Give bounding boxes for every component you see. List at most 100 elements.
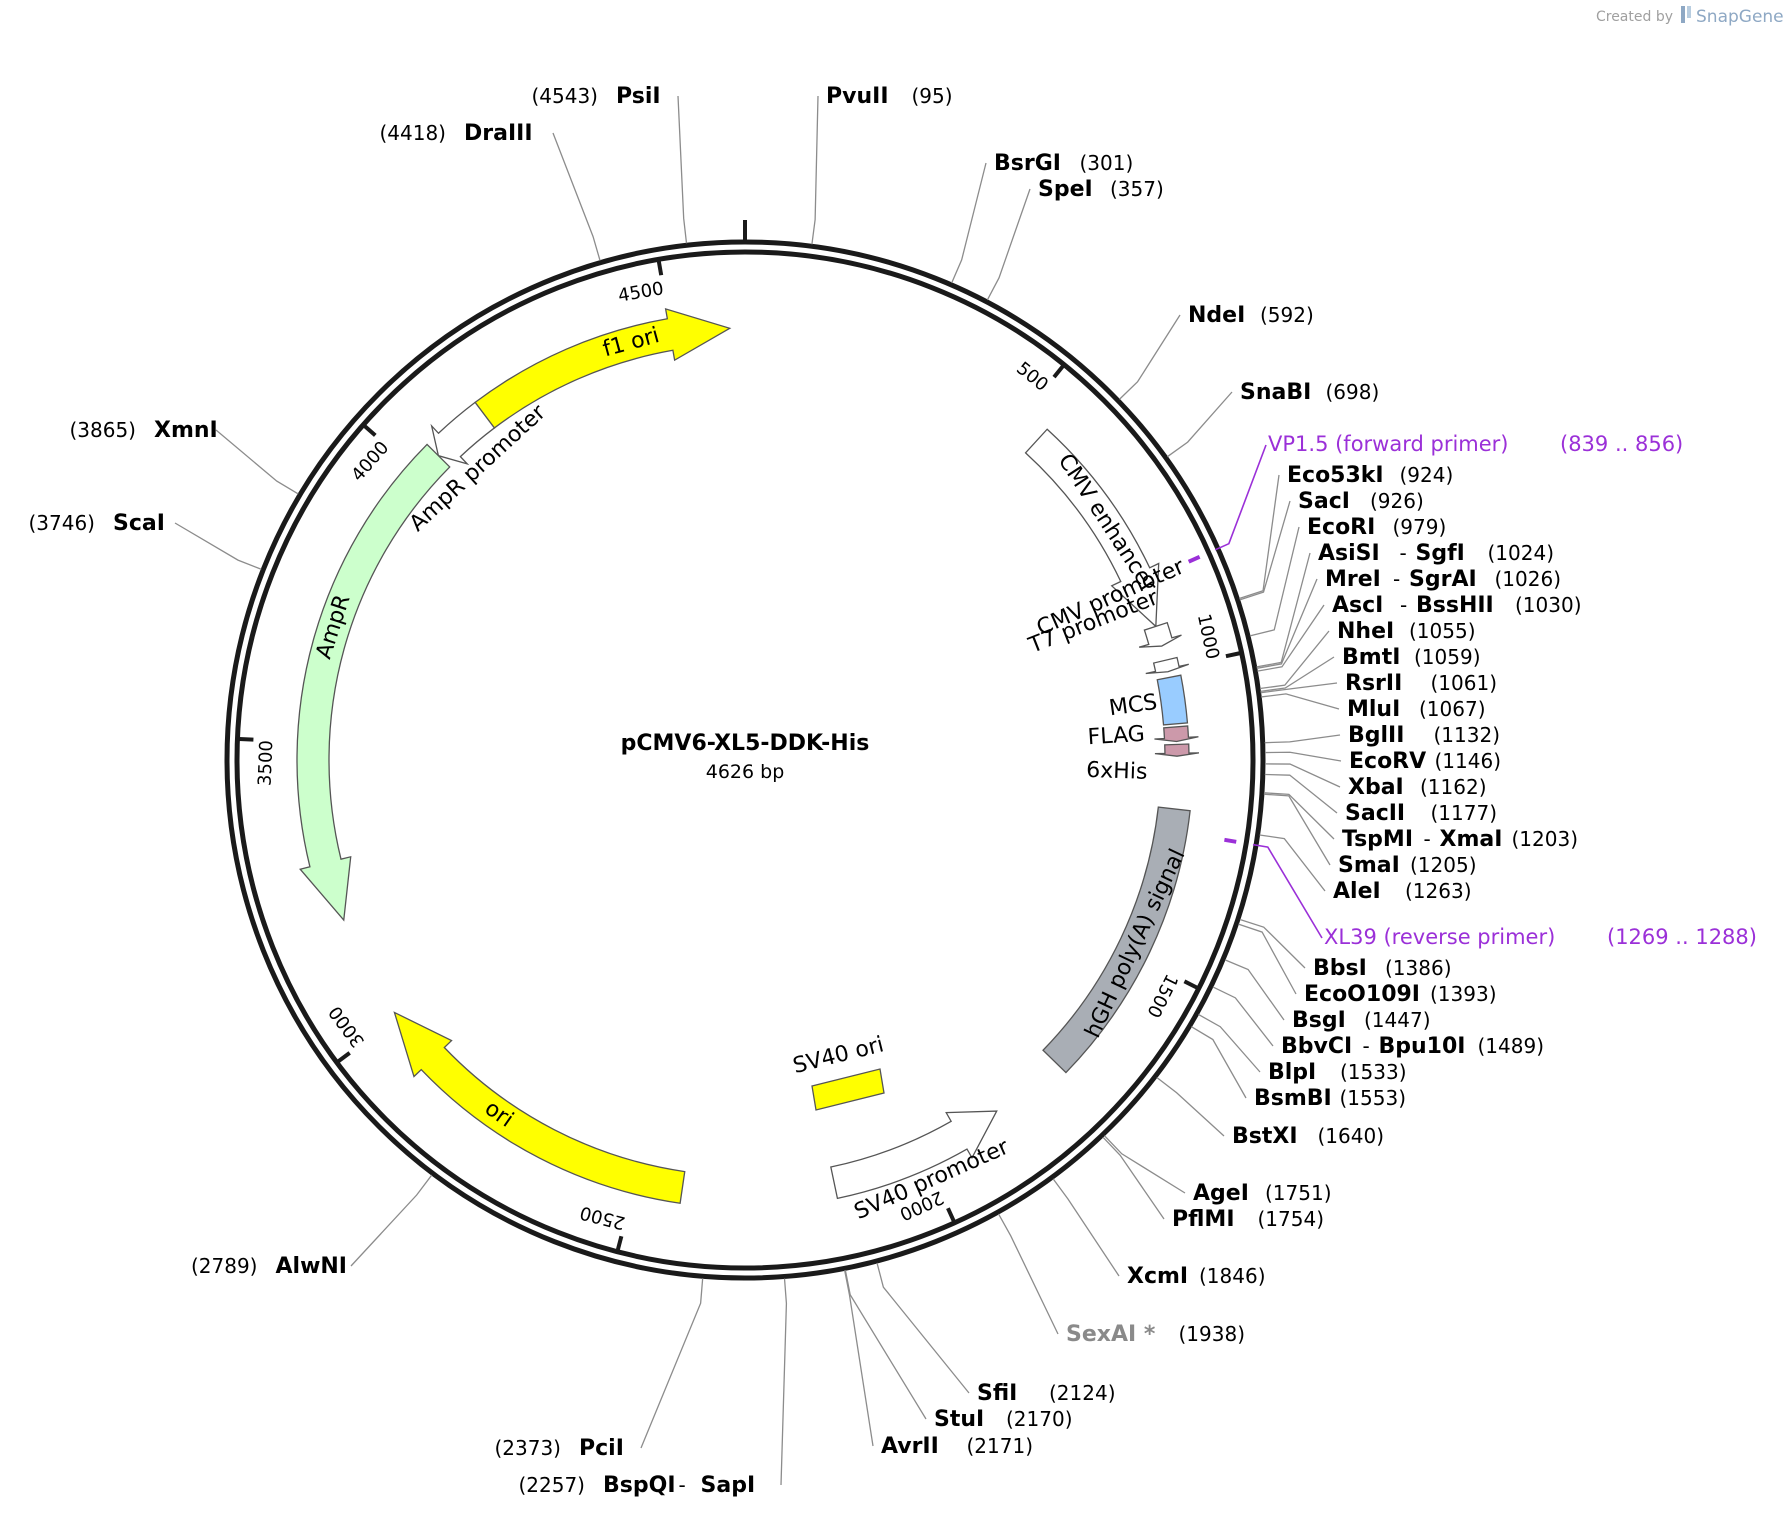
site-leader-line [997, 1213, 1059, 1335]
site-bstxi: BstXI(1640) [1232, 1124, 1384, 1149]
plasmid-length: 4626 bp [706, 761, 785, 783]
site-pvuii: PvuII(95) [826, 84, 953, 109]
feature-sv40-promoter [830, 1110, 998, 1200]
scale-tick [615, 1235, 624, 1251]
site-name: SfiI [977, 1381, 1017, 1406]
primer-range: (839 .. 856) [1560, 432, 1683, 456]
primer-leader-line [1214, 444, 1267, 551]
site-name: EcoRI [1307, 515, 1375, 540]
site-name: Eco53kI [1287, 463, 1384, 488]
site-name: SexAI * [1066, 1322, 1156, 1347]
site-leader-line [1264, 773, 1338, 814]
site-name: Bpu10I [1379, 1034, 1466, 1059]
site-position: (592) [1260, 303, 1314, 327]
scale-tick-label: 4500 [617, 278, 666, 306]
site-position: (1177) [1431, 801, 1498, 825]
site-position: (1846) [1199, 1264, 1266, 1288]
site-name: BlpI [1268, 1060, 1316, 1085]
site-name: AleI [1333, 879, 1381, 904]
site-name: AsiSI [1318, 541, 1380, 566]
site-name: BmtI [1342, 645, 1400, 670]
site-name: SmaI [1338, 853, 1400, 878]
feature-label: hGH poly(A) signal [1081, 845, 1191, 1042]
site-position: (1132) [1434, 723, 1501, 747]
feature-ampr [296, 443, 451, 922]
scale-tick-label: 4000 [347, 437, 393, 485]
site-name: BsmBI [1254, 1086, 1332, 1111]
site-leader-line [640, 1278, 704, 1449]
site-leader-line [844, 1270, 927, 1420]
site-ecori: EcoRI(979) [1307, 515, 1446, 540]
site-name: PvuII [826, 84, 889, 109]
site-rsrii: RsrII (1061) [1345, 671, 1497, 696]
site-smai: SmaI (1205) [1338, 853, 1477, 878]
site-name: PsiI [616, 84, 661, 109]
plasmid-name: pCMV6-XL5-DDK-His [621, 731, 870, 756]
site-ecoo109i: EcoO109I(1393) [1304, 982, 1497, 1007]
site-position: (698) [1326, 380, 1380, 404]
scale-tick [656, 261, 664, 276]
site-pcii: (2373)PciI [494, 1436, 623, 1461]
site-position: (1386) [1385, 956, 1452, 980]
site-position: (1754) [1258, 1207, 1325, 1231]
site-ndei: NdeI(592) [1188, 303, 1314, 328]
site-leader-line [1259, 630, 1330, 690]
feature-block [811, 1068, 885, 1111]
site-name: AvrII [881, 1434, 939, 1459]
primer-xl39: XL39 (reverse primer)(1269 .. 1288) [1224, 837, 1757, 949]
site-position: (357) [1110, 177, 1164, 201]
backbone-inner-strand [234, 249, 1256, 1271]
site-name: MreI [1325, 567, 1381, 592]
site-blpi: BlpI (1533) [1268, 1060, 1407, 1085]
site-leader-line [1119, 314, 1181, 400]
site-asci: AscI-BssHII(1030) [1332, 593, 1582, 618]
site-xbai: XbaI(1162) [1348, 775, 1487, 800]
site-name: BssHII [1416, 593, 1494, 618]
primers: VP1.5 (forward primer)(839 .. 856)XL39 (… [1187, 432, 1757, 949]
site-leader-line [1264, 763, 1341, 788]
site-name: SapI [701, 1473, 756, 1498]
site-separator: - [1424, 827, 1431, 851]
site-position: (4418) [379, 121, 446, 145]
site-bspqi: (2257)BspQI-SapI [518, 1473, 755, 1498]
site-leader-lines [174, 95, 1342, 1486]
site-psii: (4543)PsiI [531, 84, 660, 109]
site-position: (1489) [1478, 1034, 1545, 1058]
site-position: (1055) [1409, 619, 1476, 643]
site-leader-line [986, 188, 1031, 301]
site-name: ScaI [113, 511, 165, 536]
site-name: PciI [579, 1436, 624, 1461]
site-position: (1061) [1431, 671, 1498, 695]
site-leader-line [951, 162, 987, 284]
site-leader-line [1052, 1178, 1120, 1277]
site-position: (1205) [1410, 853, 1477, 877]
site-position: (2170) [1006, 1407, 1073, 1431]
site-xcmi: XcmI(1846) [1127, 1264, 1266, 1289]
site-position: (1751) [1265, 1181, 1332, 1205]
site-leader-line [1264, 734, 1341, 744]
site-mrei: MreI-SgrAI(1026) [1325, 567, 1561, 592]
site-name: RsrII [1345, 671, 1402, 696]
site-leader-line [1167, 391, 1233, 458]
site-position: (1533) [1340, 1060, 1407, 1084]
site-bbsi: BbsI(1386) [1313, 956, 1452, 981]
site-position: (1263) [1405, 879, 1472, 903]
site-leader-line [1102, 1136, 1165, 1220]
primer-mark [1224, 837, 1237, 844]
site-name: BstXI [1232, 1124, 1298, 1149]
site-alwni: (2789)AlwNI [191, 1254, 347, 1279]
site-stui: StuI(2170) [934, 1407, 1073, 1432]
site-position: (1024) [1488, 541, 1555, 565]
site-bbvci: BbvCI-Bpu10I(1489) [1281, 1034, 1544, 1059]
site-position: (301) [1080, 151, 1134, 175]
site-ecorv: EcoRV(1146) [1349, 749, 1501, 774]
site-leader-line [1264, 751, 1342, 762]
site-name: AscI [1332, 593, 1383, 618]
site-alei: AleI (1263) [1333, 879, 1472, 904]
feature-cmv-promoter [1138, 621, 1182, 648]
site-labels: PvuII(95)BsrGI(301)SpeI(357)NdeI(592)Sna… [28, 84, 1581, 1498]
site-leader-line [1259, 834, 1326, 892]
site-mlui: MluI(1067) [1347, 697, 1486, 722]
scale-tick [239, 737, 254, 742]
site-position: (1067) [1419, 697, 1486, 721]
